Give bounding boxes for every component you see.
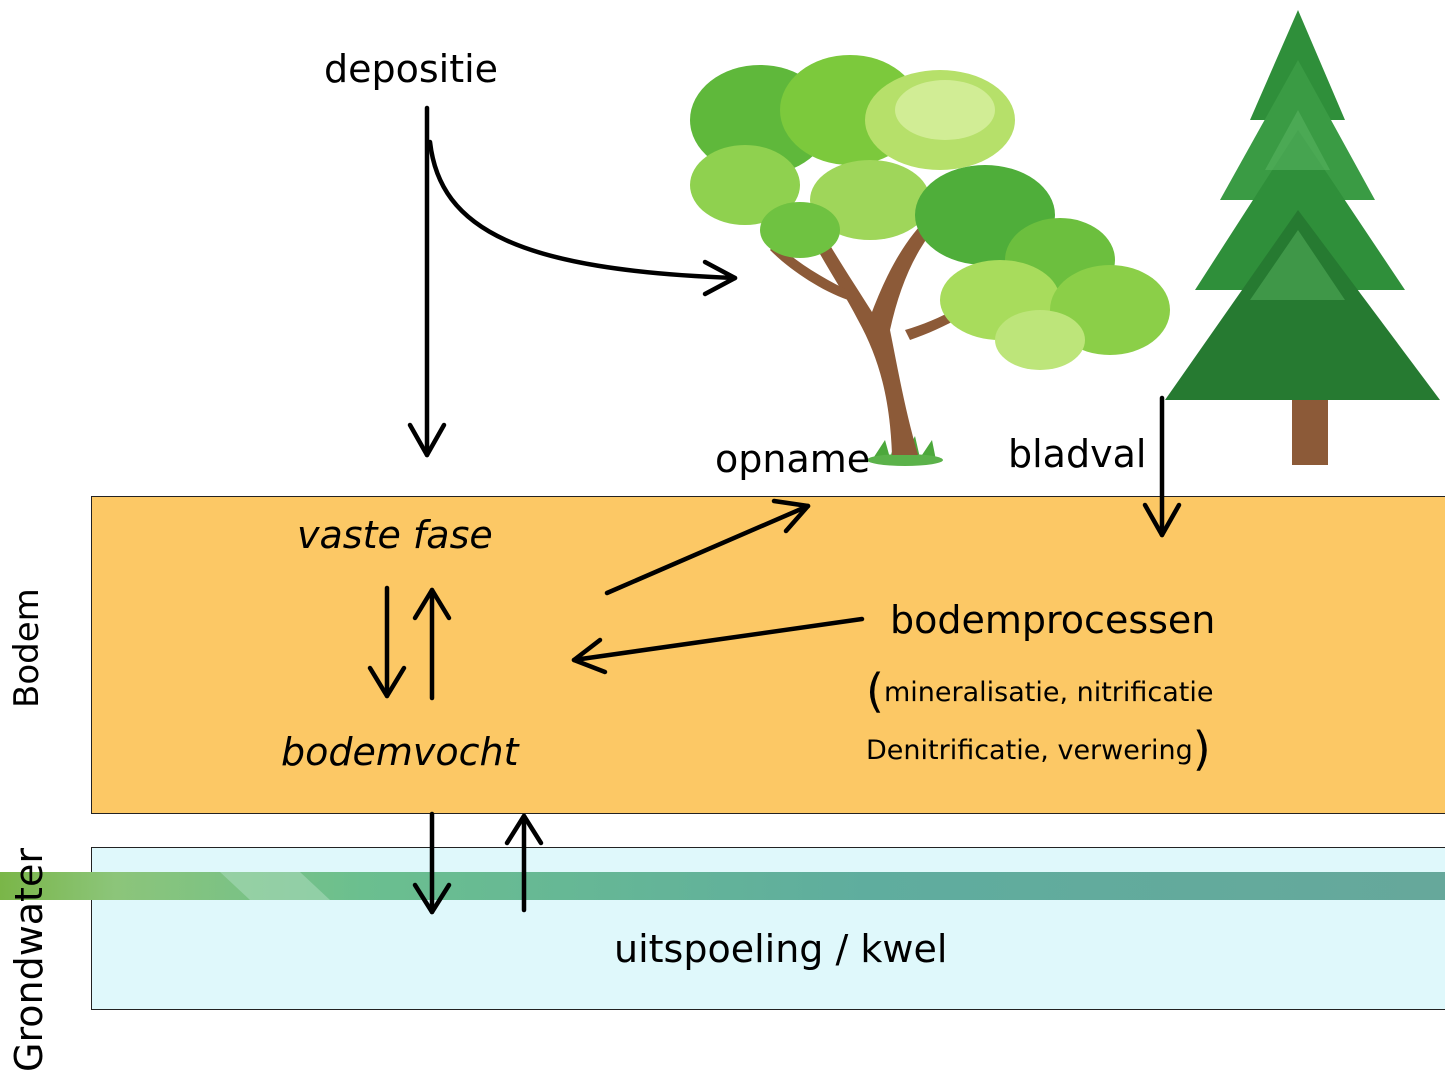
label-bodemvocht: bodemvocht <box>281 730 519 774</box>
label-vaste-fase: vaste fase <box>297 513 493 557</box>
arrow-opname <box>604 503 811 596</box>
arrow-processen <box>571 616 865 663</box>
processen-line1: mineralisatie, nitrificatie <box>883 677 1214 708</box>
label-processen-detail-1: (mineralisatie, nitrificatie <box>866 664 1214 718</box>
label-bladval: bladval <box>1008 432 1147 476</box>
label-uitspoeling: uitspoeling / kwel <box>614 927 948 971</box>
label-bodemprocessen: bodemprocessen <box>890 598 1216 642</box>
label-opname: opname <box>715 437 871 481</box>
bodem-layer <box>91 496 1445 814</box>
processen-line2: Denitrificatie, verwering <box>866 735 1193 766</box>
label-processen-detail-2: Denitrificatie, verwering) <box>866 722 1211 776</box>
arrow-depositie-tree <box>427 139 738 281</box>
label-depositie: depositie <box>324 47 499 91</box>
